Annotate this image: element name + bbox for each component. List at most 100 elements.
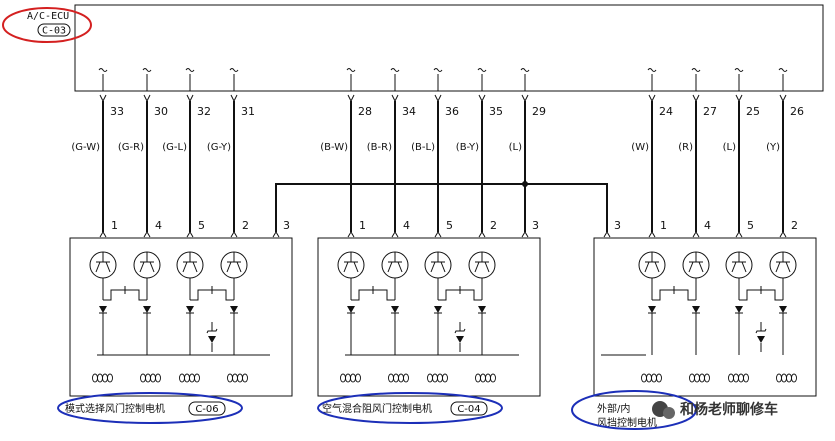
pin-connector-mark xyxy=(433,68,443,72)
motor-pin-number: 3 xyxy=(614,219,621,232)
motor-coil xyxy=(776,373,782,383)
motor-coil xyxy=(97,373,103,383)
diode-symbol xyxy=(478,306,486,313)
ecu-highlight-circle xyxy=(2,7,92,43)
diode-symbol xyxy=(230,306,238,313)
motor-coil xyxy=(485,373,491,383)
pin-connector-mark xyxy=(477,68,487,72)
motor1-label: 模式选择风门控制电机 xyxy=(65,402,165,415)
pin-connector-mark xyxy=(98,68,108,72)
motor-coil xyxy=(738,373,744,383)
pin-arrow xyxy=(391,94,399,103)
motor-pin-number: 4 xyxy=(704,219,711,232)
motor-pin-number: 5 xyxy=(446,219,453,232)
motor-coil xyxy=(388,373,394,383)
ecu-pin-number: 30 xyxy=(154,105,168,118)
motor-coil xyxy=(437,373,443,383)
pin-connector-mark xyxy=(390,68,400,72)
ecu-pin-number: 24 xyxy=(659,105,673,118)
motor-coil xyxy=(728,373,734,383)
pin-arrow xyxy=(735,94,743,103)
transistor-lead xyxy=(95,261,101,273)
motor3-label-line1: 外部/内 xyxy=(597,402,630,415)
motor-pin-number: 5 xyxy=(198,219,205,232)
motor2-connector: C-04 xyxy=(457,404,480,415)
motor-coil xyxy=(102,373,108,383)
transistor-lead xyxy=(785,261,791,273)
motor-coil xyxy=(432,373,438,383)
transistor-lead xyxy=(698,261,704,273)
wire-color-label: (R) xyxy=(678,142,693,153)
motor-pin-number: 1 xyxy=(660,219,667,232)
motor-coil xyxy=(393,373,399,383)
motor-pin-arrow xyxy=(230,231,238,238)
pin-connector-mark xyxy=(734,68,744,72)
motor-coil xyxy=(184,373,190,383)
motor-pin-number: 3 xyxy=(283,219,290,232)
transistor-lead xyxy=(226,261,232,273)
motor-pin-number: 5 xyxy=(747,219,754,232)
motor-pin-arrow xyxy=(391,231,399,238)
motor-coil xyxy=(242,373,248,383)
motor-coil xyxy=(145,373,151,383)
motor1-highlight-circle xyxy=(57,392,243,424)
pin-connector-mark xyxy=(185,68,195,72)
motor-pin-number: 2 xyxy=(490,219,497,232)
motor-coil xyxy=(442,373,448,383)
motor-coil xyxy=(656,373,662,383)
motor-box xyxy=(593,237,817,397)
transistor-lead xyxy=(741,261,747,273)
ecu-box xyxy=(74,4,824,92)
motor2-highlight-circle xyxy=(317,392,503,424)
ecu-pin-number: 34 xyxy=(402,105,416,118)
motor-coil xyxy=(140,373,146,383)
pin-arrow xyxy=(434,94,442,103)
motor-coil xyxy=(689,373,695,383)
pin-arrow xyxy=(143,94,151,103)
transistor-lead xyxy=(688,261,694,273)
motor-coil xyxy=(150,373,156,383)
transistor-lead xyxy=(105,261,111,273)
transistor-lead xyxy=(474,261,480,273)
diode-symbol xyxy=(434,306,442,313)
motor-coil xyxy=(227,373,233,383)
motor-pin-number: 1 xyxy=(111,219,118,232)
transistor-lead xyxy=(397,261,403,273)
ecu-pin-number: 33 xyxy=(110,105,124,118)
motor-pin-number: 2 xyxy=(791,219,798,232)
pin-connector-mark xyxy=(778,68,788,72)
motor-coil xyxy=(704,373,710,383)
pin-arrow xyxy=(692,94,700,103)
transistor-lead xyxy=(149,261,155,273)
diode-symbol xyxy=(186,306,194,313)
motor-coil xyxy=(646,373,652,383)
wire-color-label: (B-L) xyxy=(411,142,435,153)
ecu-connector-box xyxy=(37,23,71,37)
pin-arrow xyxy=(99,94,107,103)
ecu-pins: 33(G-W)30(G-R)32(G-L)31(G-Y)28(B-W)34(B-… xyxy=(71,68,804,232)
motor-coil xyxy=(345,373,351,383)
motor-pin-number: 2 xyxy=(242,219,249,232)
diode-symbol xyxy=(692,306,700,313)
transistor-lead xyxy=(353,261,359,273)
motor-pin-arrow xyxy=(143,231,151,238)
motor-coil xyxy=(350,373,356,383)
transistor-lead xyxy=(182,261,188,273)
motor-coil xyxy=(743,373,749,383)
motor-box xyxy=(69,237,293,397)
transistor-lead xyxy=(192,261,198,273)
ecu-pin-number: 32 xyxy=(197,105,211,118)
motor-coil xyxy=(475,373,481,383)
wire-color-label: (B-W) xyxy=(320,142,348,153)
motor-coil xyxy=(651,373,657,383)
pin-connector-mark xyxy=(229,68,239,72)
wire-color-label: (Y) xyxy=(766,142,780,153)
motor2-label: 空气混合阻风门控制电机 xyxy=(322,402,432,415)
wire-color-label: (G-R) xyxy=(118,142,144,153)
motor-coil xyxy=(398,373,404,383)
motor-pin-arrow xyxy=(779,231,787,238)
transistor-lead xyxy=(775,261,781,273)
ecu-name: A/C-ECU xyxy=(27,11,69,22)
